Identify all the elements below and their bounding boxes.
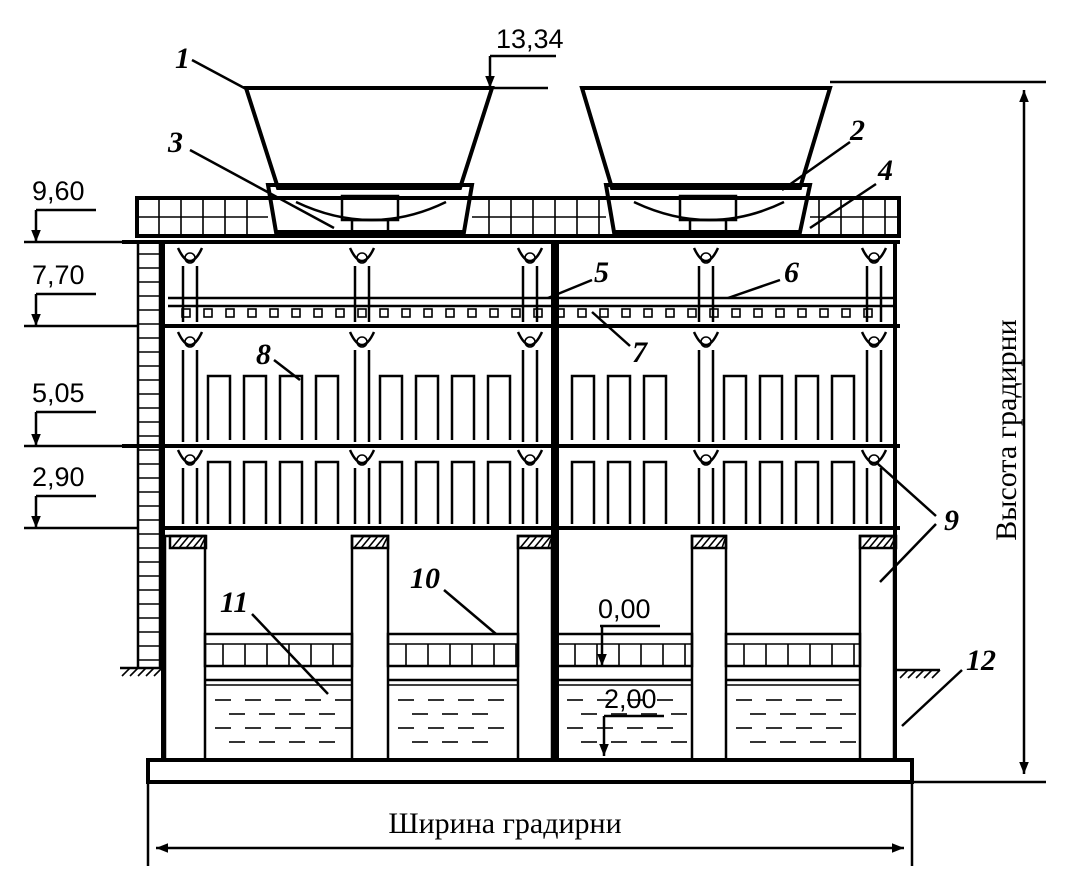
height-dimension: Высота градирни xyxy=(830,80,1046,784)
side-stair xyxy=(120,242,166,677)
svg-text:6: 6 xyxy=(784,256,799,289)
elevation-marker-top: 13,34 xyxy=(485,24,564,88)
width-dimension: Ширина градирни xyxy=(146,782,914,866)
svg-text:2,90: 2,90 xyxy=(32,462,85,492)
svg-text:13,34: 13,34 xyxy=(496,24,564,54)
callout-3: 3 xyxy=(167,126,335,230)
roof-deck xyxy=(135,196,901,238)
frame-columns xyxy=(176,247,888,524)
callout-10: 10 xyxy=(410,562,497,635)
sprinkler-fill xyxy=(206,374,856,524)
svg-text:8: 8 xyxy=(256,338,271,371)
callout-2: 2 xyxy=(781,114,865,192)
tower-frame xyxy=(122,240,900,760)
distribution-pipe xyxy=(168,296,893,318)
svg-text:10: 10 xyxy=(410,562,440,595)
callout-9: 9 xyxy=(877,463,959,583)
elevation-marker-7-70: 7,70 xyxy=(24,260,138,328)
water-catchment-grid xyxy=(203,632,862,668)
width-label: Ширина градирни xyxy=(388,807,621,840)
callout-4: 4 xyxy=(809,154,893,230)
callout-6: 6 xyxy=(727,256,799,300)
elevation-marker-5-05: 5,05 xyxy=(24,378,122,448)
svg-text:9: 9 xyxy=(944,504,959,537)
svg-text:2,00: 2,00 xyxy=(604,684,657,714)
svg-text:12: 12 xyxy=(966,644,996,677)
support-piers xyxy=(163,534,898,762)
fan-housing-right xyxy=(603,183,813,236)
elevation-marker-2-90: 2,90 xyxy=(24,462,138,530)
svg-text:3: 3 xyxy=(167,126,183,159)
height-label: Высота градирни xyxy=(990,319,1023,540)
svg-text:2: 2 xyxy=(849,114,865,147)
basin-water xyxy=(205,678,860,743)
callout-8: 8 xyxy=(256,338,301,381)
fan-diffuser-left xyxy=(243,86,548,190)
callout-1: 1 xyxy=(175,42,249,92)
callout-12: 12 xyxy=(901,644,996,727)
svg-text:1: 1 xyxy=(175,42,190,75)
fan-diffuser-right xyxy=(579,86,833,190)
svg-text:4: 4 xyxy=(877,154,893,187)
elevation-marker-2-00: 2,00 xyxy=(599,684,664,756)
svg-text:7,70: 7,70 xyxy=(32,260,85,290)
svg-text:11: 11 xyxy=(220,586,248,619)
callout-11: 11 xyxy=(220,586,329,695)
callout-7: 7 xyxy=(591,311,648,369)
elevation-marker-9-60: 9,60 xyxy=(24,176,122,244)
basin xyxy=(146,668,941,784)
svg-text:7: 7 xyxy=(632,336,648,369)
svg-text:5: 5 xyxy=(594,256,609,289)
svg-text:5,05: 5,05 xyxy=(32,378,85,408)
elevation-marker-0-00: 0,00 xyxy=(597,594,660,666)
svg-text:0,00: 0,00 xyxy=(598,594,651,624)
svg-text:9,60: 9,60 xyxy=(32,176,85,206)
callout-5: 5 xyxy=(547,256,609,300)
